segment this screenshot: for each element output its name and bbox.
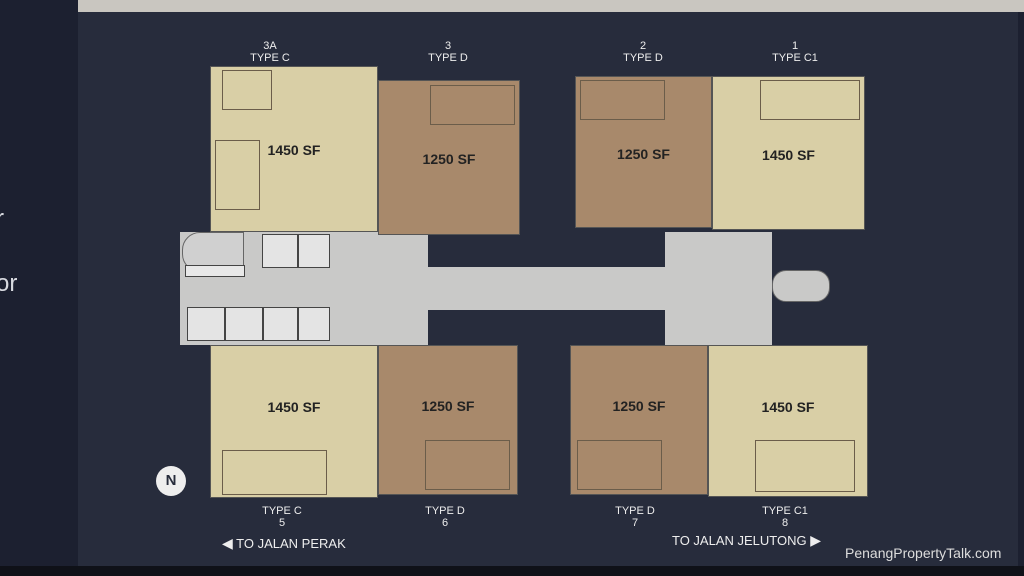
unit-area: 1450 SF bbox=[267, 398, 321, 415]
unit-5[interactable]: 1450 SF bbox=[210, 345, 378, 498]
lift-shaft bbox=[187, 307, 225, 341]
arrow-right-icon: ▶ bbox=[810, 532, 822, 548]
lift-shaft bbox=[263, 307, 298, 341]
unit-area: 1450 SF bbox=[761, 398, 815, 415]
unit-7[interactable]: 1250 SF bbox=[570, 345, 708, 495]
unit-area: 1250 SF bbox=[422, 151, 476, 168]
lift-shaft bbox=[298, 234, 330, 268]
unit-8[interactable]: 1450 SF bbox=[708, 345, 868, 497]
unit-area: 1250 SF bbox=[617, 146, 670, 162]
unit-area: 1250 SF bbox=[421, 397, 475, 414]
unit-area: 1250 SF bbox=[612, 397, 666, 414]
floor-strip bbox=[0, 566, 1024, 576]
unit-3a[interactable]: 1450 SF bbox=[210, 66, 378, 232]
room bbox=[222, 70, 272, 110]
road-left: ◀ TO JALAN PERAK bbox=[222, 535, 346, 551]
unit-area: 1450 SF bbox=[267, 142, 321, 159]
side-text: or bbox=[0, 270, 18, 297]
room bbox=[580, 80, 665, 120]
unit-2[interactable]: 1250 SF bbox=[575, 76, 712, 228]
road-right: TO JALAN JELUTONG ▶ bbox=[672, 532, 822, 548]
room bbox=[215, 140, 260, 210]
stair-right bbox=[772, 270, 830, 302]
lift-shaft bbox=[262, 234, 298, 268]
room bbox=[577, 440, 662, 490]
courtyard-void bbox=[428, 310, 665, 345]
room bbox=[755, 440, 855, 492]
arrow-left-icon: ◀ bbox=[222, 535, 233, 551]
room bbox=[222, 450, 327, 495]
room bbox=[760, 80, 860, 120]
service-rooms bbox=[185, 265, 245, 277]
north-arrow-icon: N bbox=[156, 466, 186, 496]
room bbox=[425, 440, 510, 490]
unit-3[interactable]: 1250 SF bbox=[378, 80, 520, 235]
unit-6[interactable]: 1250 SF bbox=[378, 345, 518, 495]
side-text: r bbox=[0, 205, 4, 233]
unit-area: 1450 SF bbox=[762, 146, 815, 163]
unit-1[interactable]: 1450 SF bbox=[712, 76, 865, 230]
watermark: PenangPropertyTalk.com bbox=[845, 545, 1002, 561]
room bbox=[430, 85, 515, 125]
background-photo-strip bbox=[78, 0, 1024, 12]
lift-shaft bbox=[298, 307, 330, 341]
courtyard-void bbox=[428, 232, 665, 267]
lift-shaft bbox=[225, 307, 263, 341]
